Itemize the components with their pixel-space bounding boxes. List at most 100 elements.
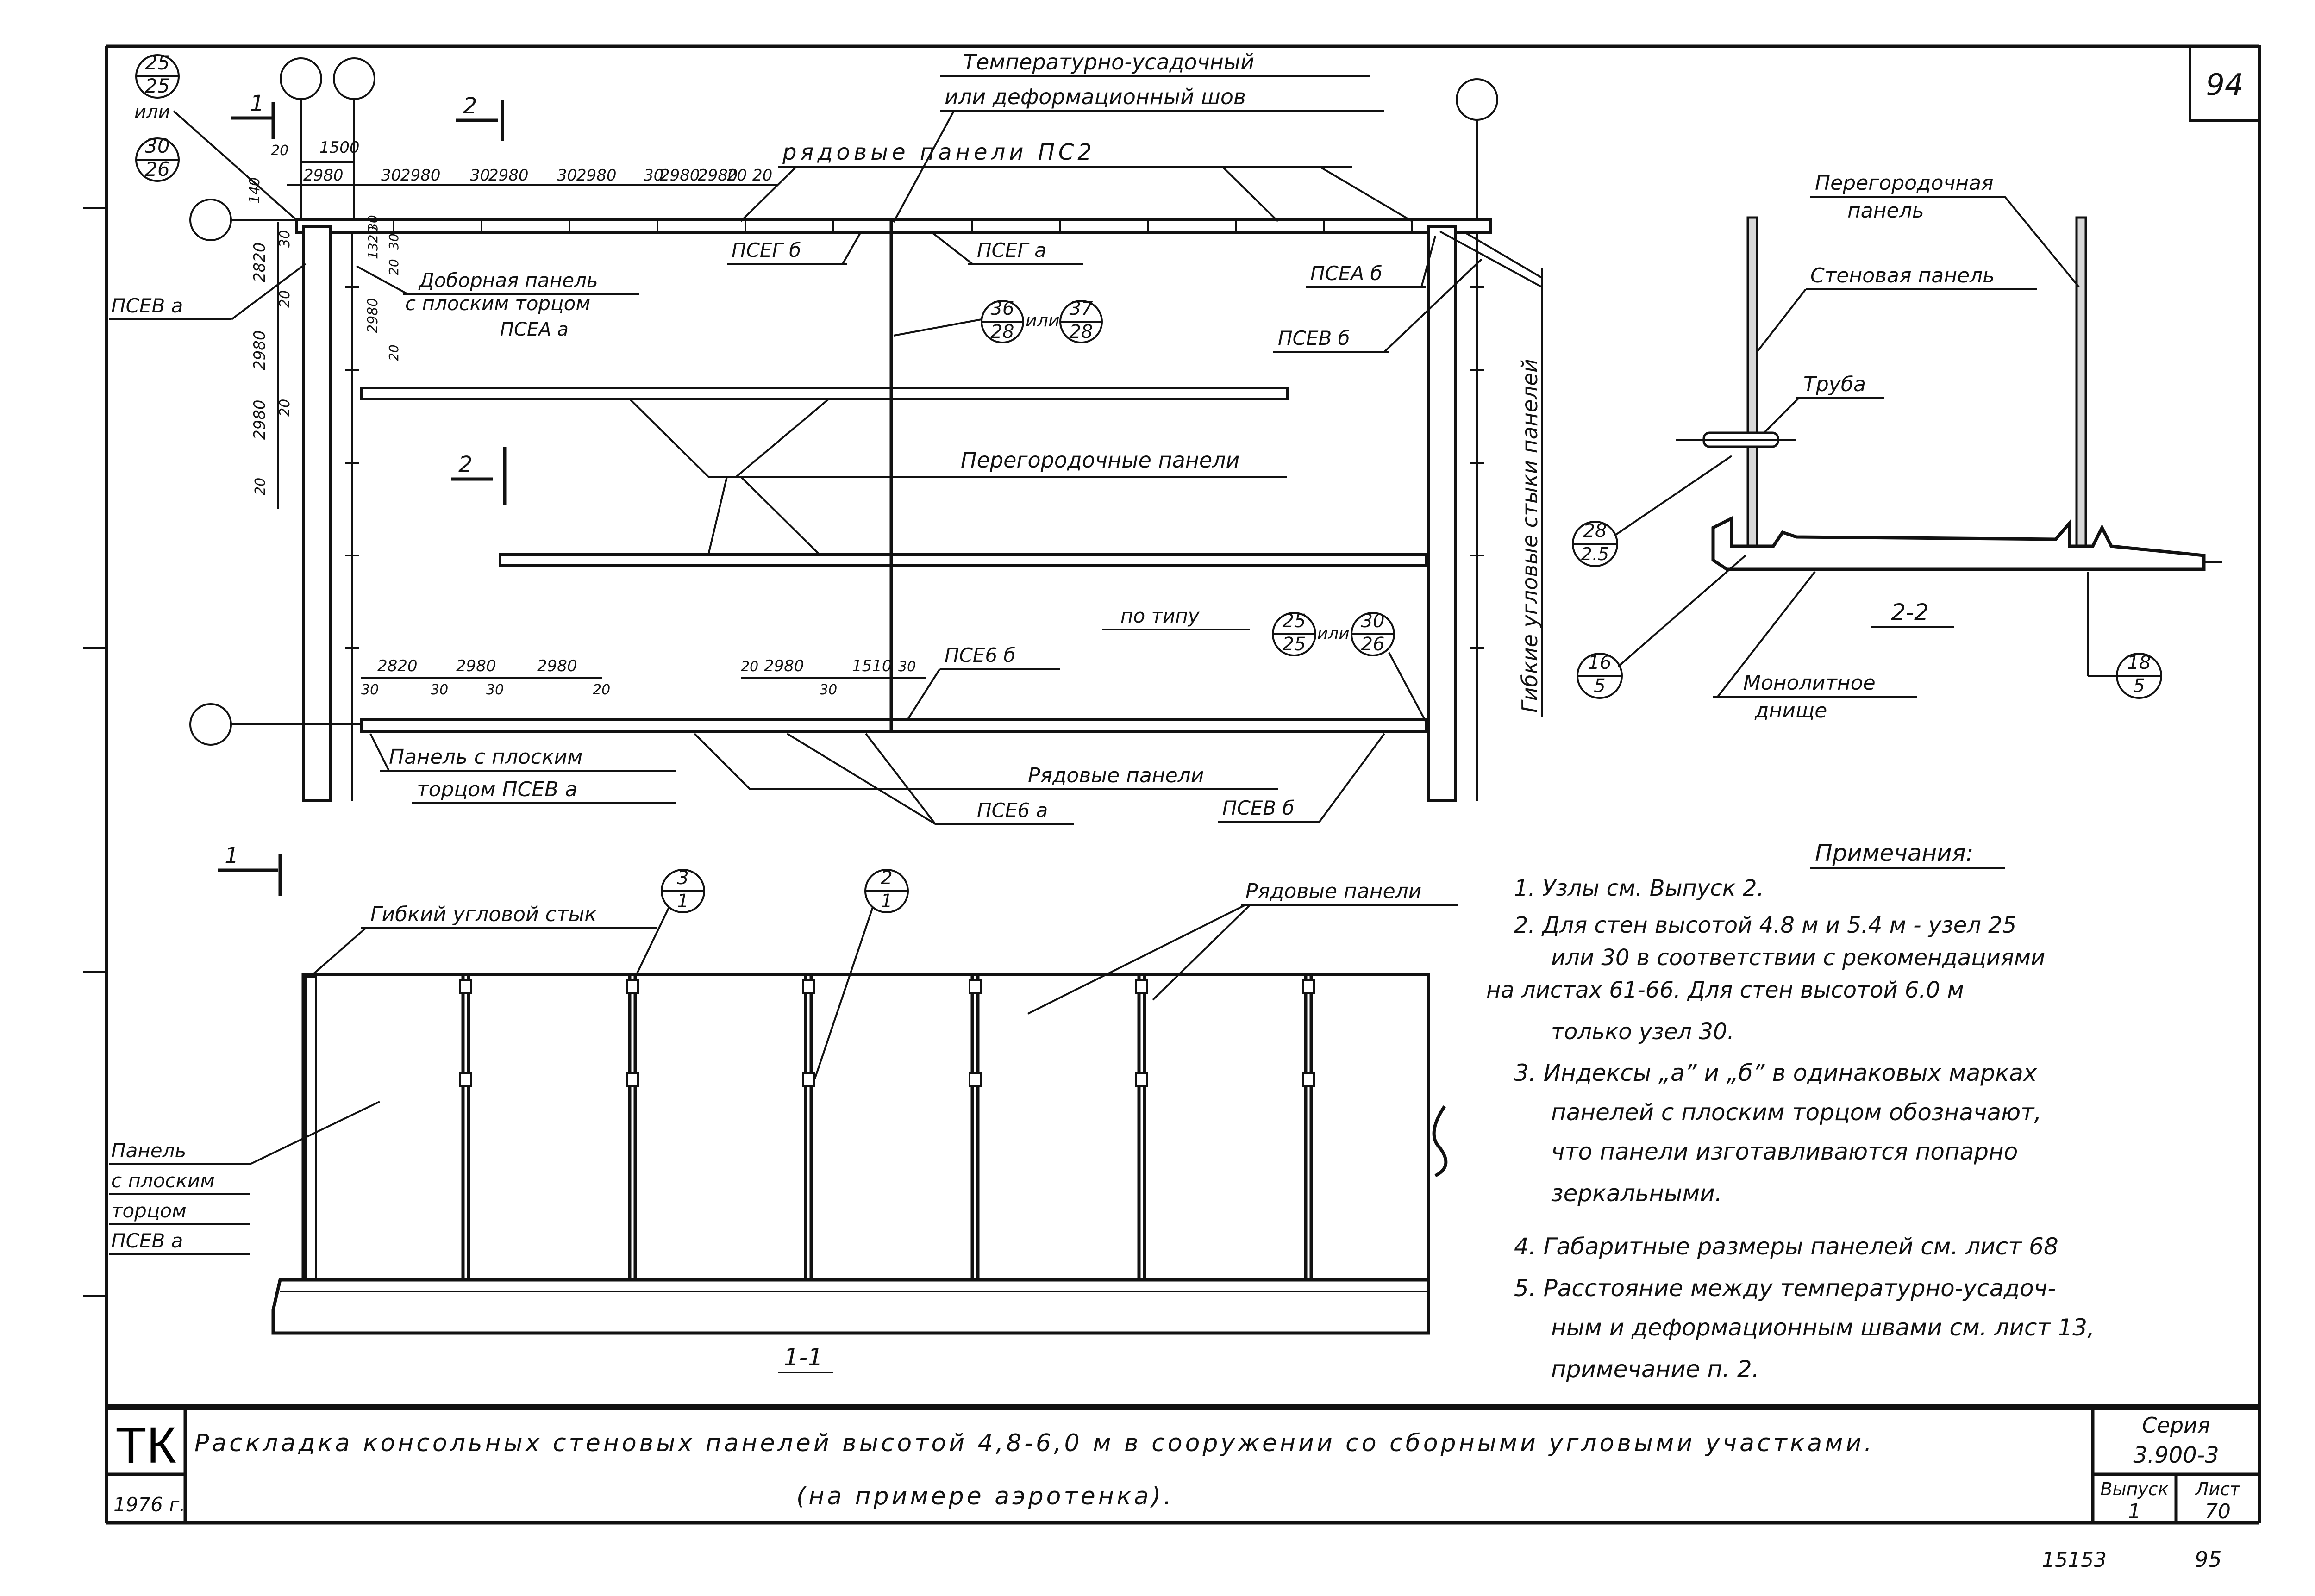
svg-text:20: 20	[386, 259, 401, 275]
top-panel-ticks	[393, 221, 1413, 231]
svg-text:2: 2	[458, 452, 473, 478]
svg-text:ПСЕГ б: ПСЕГ б	[732, 239, 801, 262]
svg-text:1: 1	[881, 891, 892, 912]
note-1: 1. Узлы см. Выпуск 2.	[1514, 875, 1764, 901]
svg-text:с плоским: с плоским	[111, 1169, 215, 1192]
svg-text:30: 30	[898, 659, 916, 675]
svg-text:Рядовые панели: Рядовые панели	[1245, 879, 1421, 903]
issue-value: 1	[2128, 1500, 2141, 1523]
svg-text:ПСЕВ а: ПСЕВ а	[111, 294, 183, 317]
year: 1976 г.	[113, 1493, 186, 1516]
svg-text:25: 25	[145, 75, 169, 97]
section-marker-2-top: 2	[456, 93, 504, 141]
svg-text:ПСЕВ б: ПСЕВ б	[1278, 327, 1350, 349]
note-2b: или 30 в соответствии с рекомендациями	[1551, 945, 2045, 971]
svg-text:2980: 2980	[576, 166, 617, 185]
svg-text:37: 37	[1070, 298, 1093, 319]
svg-text:5: 5	[1594, 675, 1605, 697]
svg-text:Доборная панель: Доборная панель	[418, 269, 598, 292]
series-label: Серия	[2142, 1413, 2210, 1438]
svg-text:30: 30	[431, 682, 448, 698]
svg-text:ПСЕГ а: ПСЕГ а	[977, 239, 1046, 262]
svg-text:2980: 2980	[250, 330, 269, 370]
partition-panels-label: Перегородочные панели	[629, 398, 1287, 555]
wall-panel-ticks	[345, 286, 1484, 649]
temp-joint-label: Температурно-усадочный или деформационны…	[893, 50, 1384, 223]
note-2c: на листах 61-66. Для стен высотой 6.0 м	[1486, 977, 1964, 1003]
node-callout-36-or-37: 36 28 или 37 28	[893, 298, 1103, 343]
partition-panel-label: Перегородочная панель	[1810, 171, 2080, 288]
svg-text:1: 1	[677, 891, 688, 912]
panel-mark-pse-a-b: ПСЕА б	[1306, 236, 1436, 288]
svg-text:28: 28	[991, 321, 1014, 343]
title-block: ТК 1976 г. Раскладка консольных стеновых…	[106, 1404, 2259, 1523]
svg-text:26: 26	[145, 158, 169, 181]
panel-mark-pse-v-b-right: ПСЕВ б	[1273, 258, 1483, 353]
panel-mark-psg-a: ПСЕГ а	[930, 231, 1083, 265]
svg-text:Панель: Панель	[111, 1139, 186, 1162]
axis-circle-c	[1456, 78, 1498, 121]
row-panels-bottom-label: Рядовые панели	[694, 733, 1278, 790]
svg-text:ПСЕ6 а: ПСЕ6 а	[977, 799, 1048, 822]
break-mark	[1432, 1105, 1448, 1178]
sheet-value: 70	[2205, 1500, 2231, 1523]
svg-text:ПСЕ6 б: ПСЕ6 б	[945, 644, 1015, 667]
pipe-label: Труба	[1763, 373, 1884, 434]
top-dimension-chain: 1500 20 140 2980 30 2980 30 2980 30 2980…	[247, 138, 778, 204]
po-tipu-callout: по типу 25 25 или 30 26	[1102, 605, 1427, 723]
svg-text:Перегородочные панели: Перегородочные панели	[961, 448, 1239, 473]
svg-text:Монолитное: Монолитное	[1743, 671, 1876, 695]
section-1-1-title: 1-1	[784, 1344, 823, 1372]
flex-corner-joints-label: Гибкие угловые стыки панелей	[1439, 231, 1543, 717]
drawing-title-line2: (на примере аэротенка).	[796, 1483, 1174, 1510]
svg-text:днище: днище	[1754, 699, 1827, 723]
issue-label: Выпуск	[2100, 1479, 2168, 1499]
svg-text:2: 2	[463, 93, 477, 119]
right-wall	[1427, 225, 1457, 802]
svg-text:140: 140	[247, 177, 263, 204]
left-dimension-chain: 2820 30 2980 20 2980 20 20	[250, 222, 293, 509]
flex-corner-joint-label: Гибкий угловой стык	[309, 903, 657, 978]
svg-text:2980: 2980	[488, 166, 529, 185]
node-callout-18: 18 5	[2087, 572, 2162, 699]
svg-text:30: 30	[381, 166, 401, 185]
plan-view: 25 25 или 30 26 1 2 2 1500	[109, 50, 1543, 825]
svg-text:16: 16	[1588, 652, 1612, 673]
section-1-1: 1 Гибкий угловой стык	[109, 843, 1458, 1373]
partition-upper	[360, 387, 1289, 400]
svg-text:Гибкие угловые стыки панелей: Гибкие угловые стыки панелей	[1517, 359, 1542, 713]
svg-text:2.5: 2.5	[1581, 544, 1609, 564]
page-bottom-number: 95	[2195, 1547, 2222, 1572]
svg-text:панель: панель	[1847, 199, 1924, 223]
note-2a: 2. Для стен высотой 4.8 м и 5.4 м - узел…	[1514, 912, 2016, 938]
row-panels-elevation-label: Рядовые панели	[1027, 879, 1458, 1015]
top-wall	[295, 218, 1492, 234]
panel-mark-pse6-a: ПСЕ6 а	[786, 733, 1074, 825]
note-3a: 3. Индексы „а” и „б” в одинаковых марках	[1514, 1060, 2037, 1086]
svg-text:или: или	[1026, 310, 1060, 330]
svg-text:Гибкий угловой стык: Гибкий угловой стык	[370, 903, 597, 926]
note-2d: только узел 30.	[1551, 1019, 1734, 1045]
svg-text:30: 30	[277, 230, 293, 248]
svg-text:2: 2	[881, 867, 892, 889]
svg-text:30: 30	[557, 166, 577, 185]
svg-text:2980: 2980	[365, 298, 381, 333]
panel-flat-label-bottom: Панель с плоским торцом ПСЕВ а	[369, 733, 676, 804]
sheet-label: Лист	[2195, 1479, 2241, 1499]
svg-text:36: 36	[991, 298, 1014, 319]
bottom-wall	[360, 718, 1427, 733]
svg-text:20: 20	[277, 399, 293, 417]
note-4: 4. Габаритные размеры панелей см. лист 6…	[1514, 1233, 2058, 1260]
svg-text:3: 3	[677, 867, 688, 889]
svg-text:ПСЕА а: ПСЕА а	[500, 319, 569, 340]
series-value: 3.900-3	[2133, 1442, 2219, 1468]
note-3d: зеркальными.	[1551, 1180, 1722, 1207]
svg-text:30: 30	[820, 682, 837, 698]
wall-panel-label: Стеновая панель	[1756, 264, 2037, 353]
svg-text:рядовые панели ПС2: рядовые панели ПС2	[782, 139, 1095, 165]
svg-text:2980: 2980	[250, 399, 269, 440]
svg-text:30: 30	[1361, 611, 1385, 632]
svg-text:2980: 2980	[400, 166, 441, 185]
svg-text:30: 30	[644, 166, 663, 185]
